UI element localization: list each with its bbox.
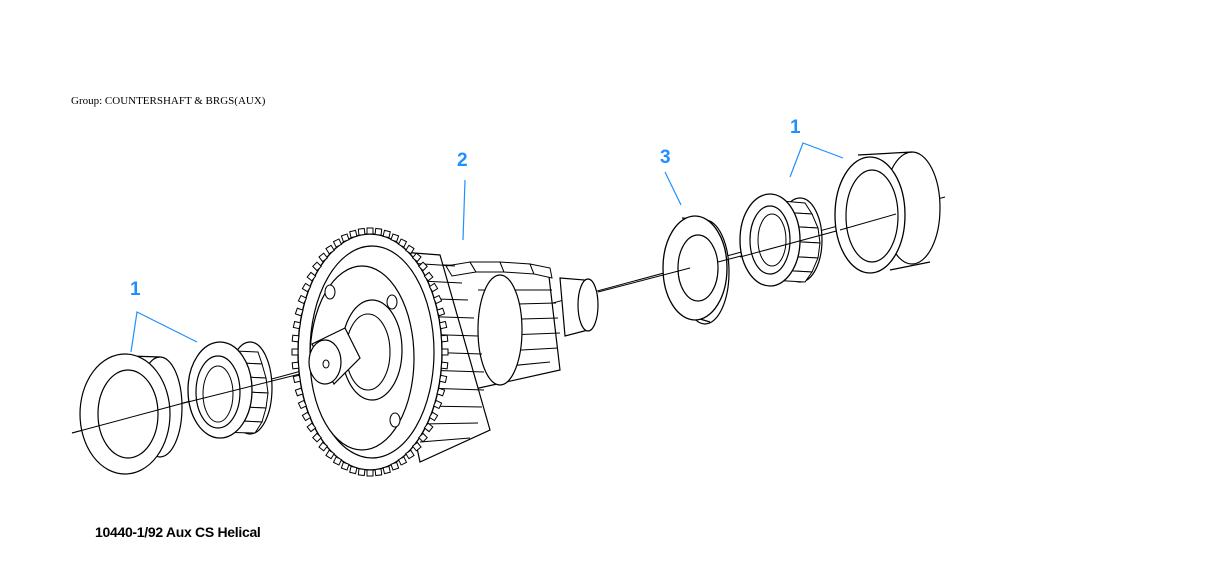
gear-tooth xyxy=(418,432,428,443)
gear-tooth xyxy=(306,271,317,282)
gear-tooth xyxy=(357,468,366,477)
gear-tooth xyxy=(301,282,312,293)
gear-tooth xyxy=(301,411,312,422)
gear-tooth xyxy=(411,441,422,452)
gear-tooth xyxy=(438,374,448,384)
gear-tooth xyxy=(397,456,408,466)
callout-left-bearing: 1 xyxy=(130,279,141,300)
gear-tooth xyxy=(349,229,358,239)
gear-tooth xyxy=(366,227,374,235)
callout-washer: 3 xyxy=(660,147,671,168)
gear-tooth xyxy=(325,449,335,460)
gear-tooth xyxy=(374,468,383,477)
gear-tooth xyxy=(382,465,391,475)
callout-right-bearing: 1 xyxy=(790,117,801,138)
gear-tooth xyxy=(292,320,302,330)
gear-tooth xyxy=(340,233,350,243)
gear-tooth xyxy=(436,307,446,317)
thrust-washer xyxy=(597,215,761,325)
gear-tooth xyxy=(418,261,428,272)
group-label: Group: COUNTERSHAFT & BRGS(AUX) xyxy=(71,95,266,107)
gear-tooth xyxy=(332,238,343,248)
gear-tooth xyxy=(297,294,308,305)
gear-tooth xyxy=(405,244,415,255)
gear-tooth xyxy=(390,461,400,471)
gear-tooth xyxy=(432,294,443,305)
gear-tooth xyxy=(297,399,308,410)
gear-tooth xyxy=(332,456,343,466)
gear-tooth xyxy=(432,399,443,410)
gear-tooth xyxy=(397,238,408,248)
gear-tooth xyxy=(357,227,366,236)
gear-tooth xyxy=(312,432,322,443)
callout-gear: 2 xyxy=(457,150,468,171)
left-bearing-cone xyxy=(179,341,301,439)
gear-tooth xyxy=(291,334,300,343)
gear-tooth xyxy=(438,320,448,330)
callout-leaders xyxy=(130,142,844,353)
gear-tooth xyxy=(441,348,449,356)
gear-tooth xyxy=(325,244,335,255)
gear-tooth xyxy=(291,348,299,356)
gear-tooth xyxy=(428,282,439,293)
gear-tooth xyxy=(405,449,415,460)
left-bearing-cup xyxy=(71,353,183,475)
countershaft-gear xyxy=(291,227,599,477)
gear-tooth xyxy=(294,307,304,317)
gear-tooth xyxy=(411,252,422,263)
gear-tooth xyxy=(312,261,322,272)
gear-tooth xyxy=(291,361,300,370)
gear-tooth xyxy=(292,374,302,384)
gear-tooth xyxy=(294,387,304,397)
right-bearing-cone xyxy=(739,193,841,287)
gear-tooth xyxy=(366,469,374,477)
gear-tooth xyxy=(318,441,329,452)
diagram-caption: 10440-1/92 Aux CS Helical xyxy=(95,524,261,540)
gear-tooth xyxy=(306,422,317,433)
gear-tooth xyxy=(318,252,329,263)
gear-tooth xyxy=(349,465,358,475)
gear-tooth xyxy=(440,334,449,343)
gear-tooth xyxy=(428,411,439,422)
gear-tooth xyxy=(423,422,434,433)
gear-tooth xyxy=(436,387,446,397)
gear-tooth xyxy=(440,361,449,370)
gear-tooth xyxy=(374,227,383,236)
gear-tooth xyxy=(340,461,350,471)
gear-tooth xyxy=(390,233,400,243)
gear-tooth xyxy=(423,271,434,282)
right-bearing-cup xyxy=(834,151,941,274)
gear-tooth xyxy=(382,229,391,239)
